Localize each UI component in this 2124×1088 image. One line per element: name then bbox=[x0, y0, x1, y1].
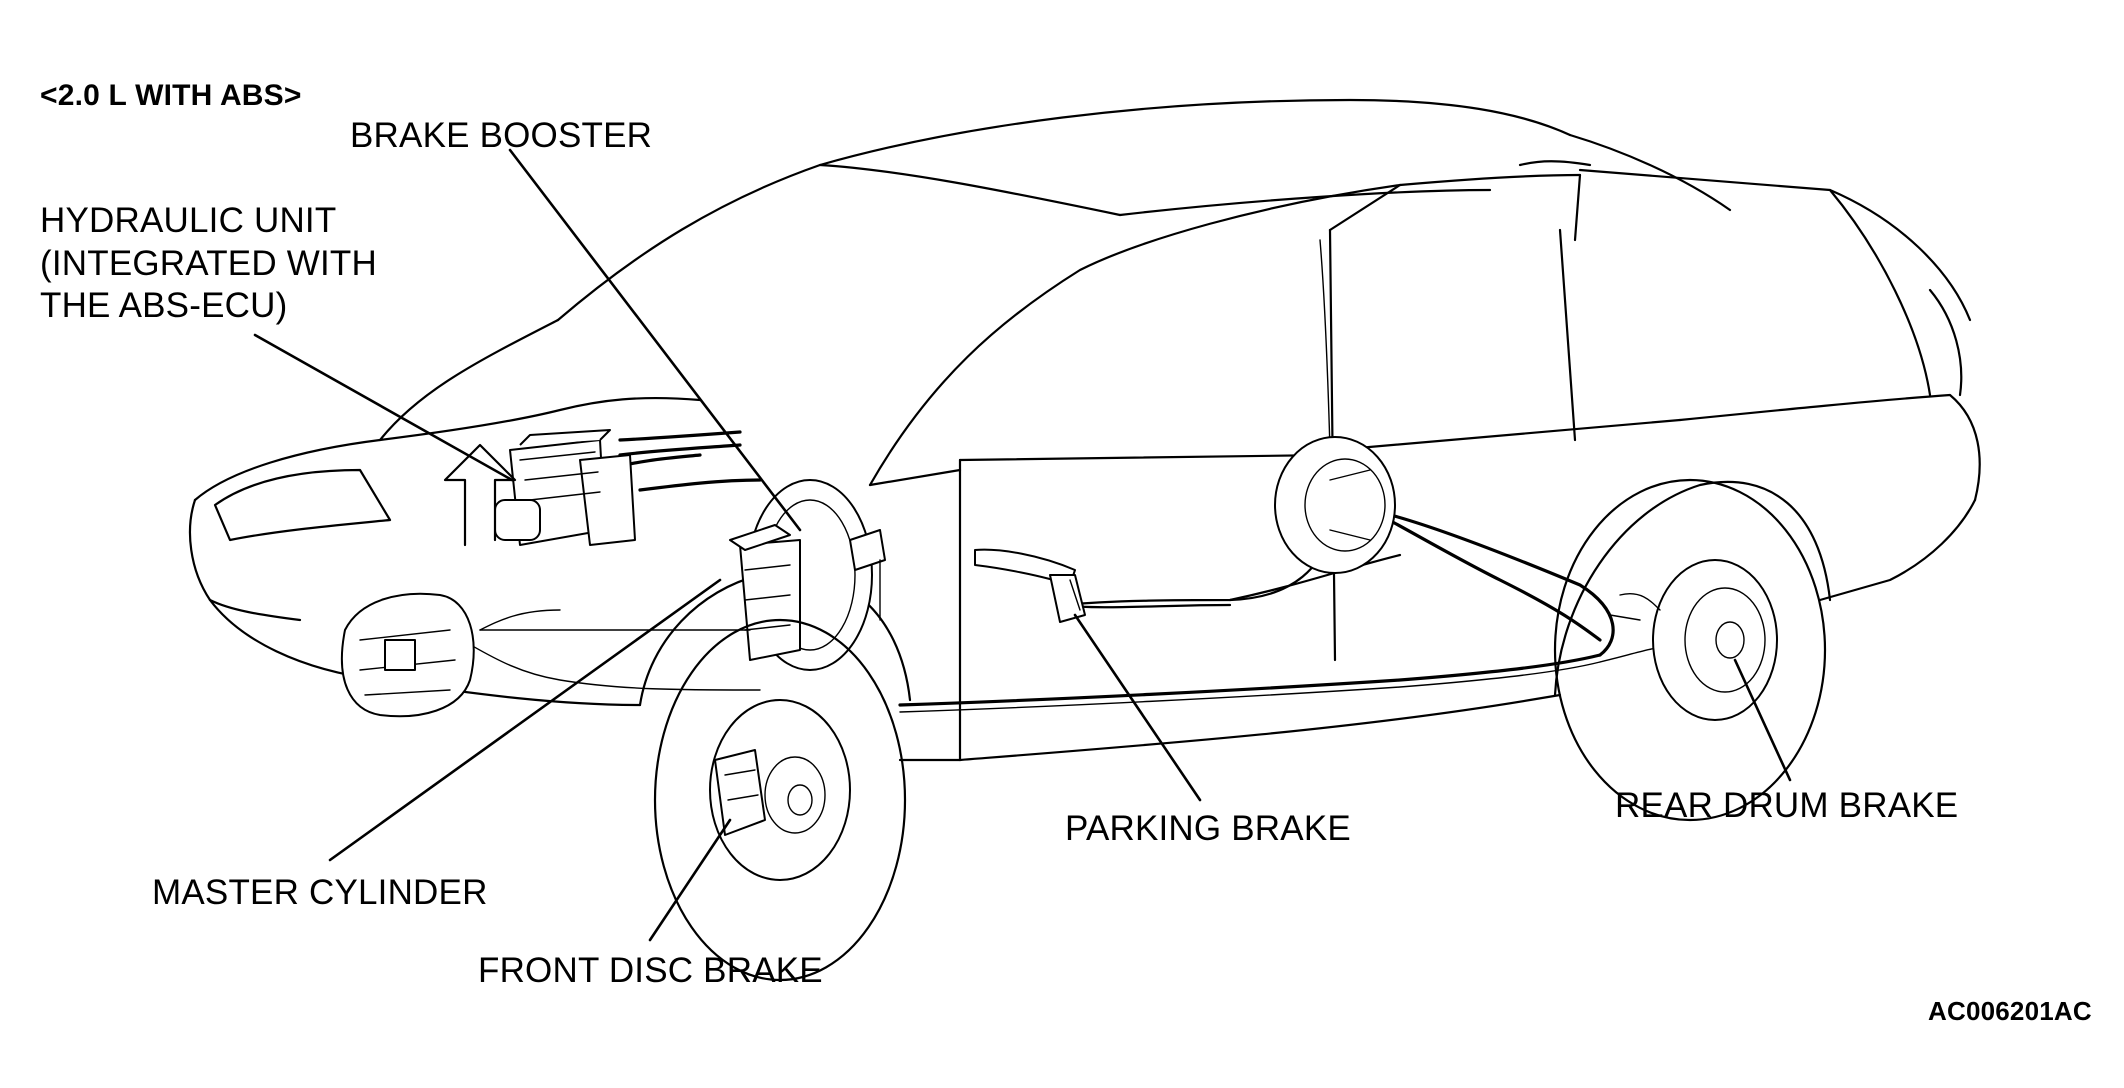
leader-lines bbox=[253, 148, 1792, 942]
label-parking-brake: PARKING BRAKE bbox=[1065, 809, 1351, 848]
front-wheel bbox=[653, 618, 907, 982]
parking-brake-lever bbox=[974, 548, 1086, 623]
brake-booster-illustration bbox=[729, 479, 886, 671]
label-rear-drum-brake: REAR DRUM BRAKE bbox=[1615, 786, 1959, 825]
rear-drum-inner bbox=[1274, 436, 1396, 574]
front-caliper-detail bbox=[340, 592, 751, 718]
label-brake-booster: BRAKE BOOSTER bbox=[350, 116, 653, 155]
label-hydraulic-unit-line3: THE ABS-ECU) bbox=[40, 286, 288, 326]
leader-hydraulic-unit bbox=[253, 333, 514, 482]
leader-master-cylinder bbox=[328, 578, 722, 862]
diagram-heading: <2.0 L WITH ABS> bbox=[40, 79, 302, 112]
hydraulic-unit-illustration bbox=[443, 429, 636, 547]
leader-parking-brake bbox=[1073, 613, 1202, 802]
label-hydraulic-unit: HYDRAULIC UNIT (INTEGRATED WITH THE ABS-… bbox=[40, 200, 377, 328]
leader-front-disc-brake bbox=[648, 818, 732, 942]
label-hydraulic-unit-line1: HYDRAULIC UNIT bbox=[40, 201, 337, 240]
label-master-cylinder: MASTER CYLINDER bbox=[152, 873, 488, 912]
leader-rear-drum-brake bbox=[1733, 658, 1792, 782]
figure-code: AC006201AC bbox=[1928, 996, 2092, 1026]
label-front-disc-brake: FRONT DISC BRAKE bbox=[478, 951, 823, 990]
leader-brake-booster bbox=[508, 148, 802, 532]
rear-wheel bbox=[1553, 478, 1827, 822]
label-hydraulic-unit-line2: (INTEGRATED WITH bbox=[40, 243, 377, 283]
